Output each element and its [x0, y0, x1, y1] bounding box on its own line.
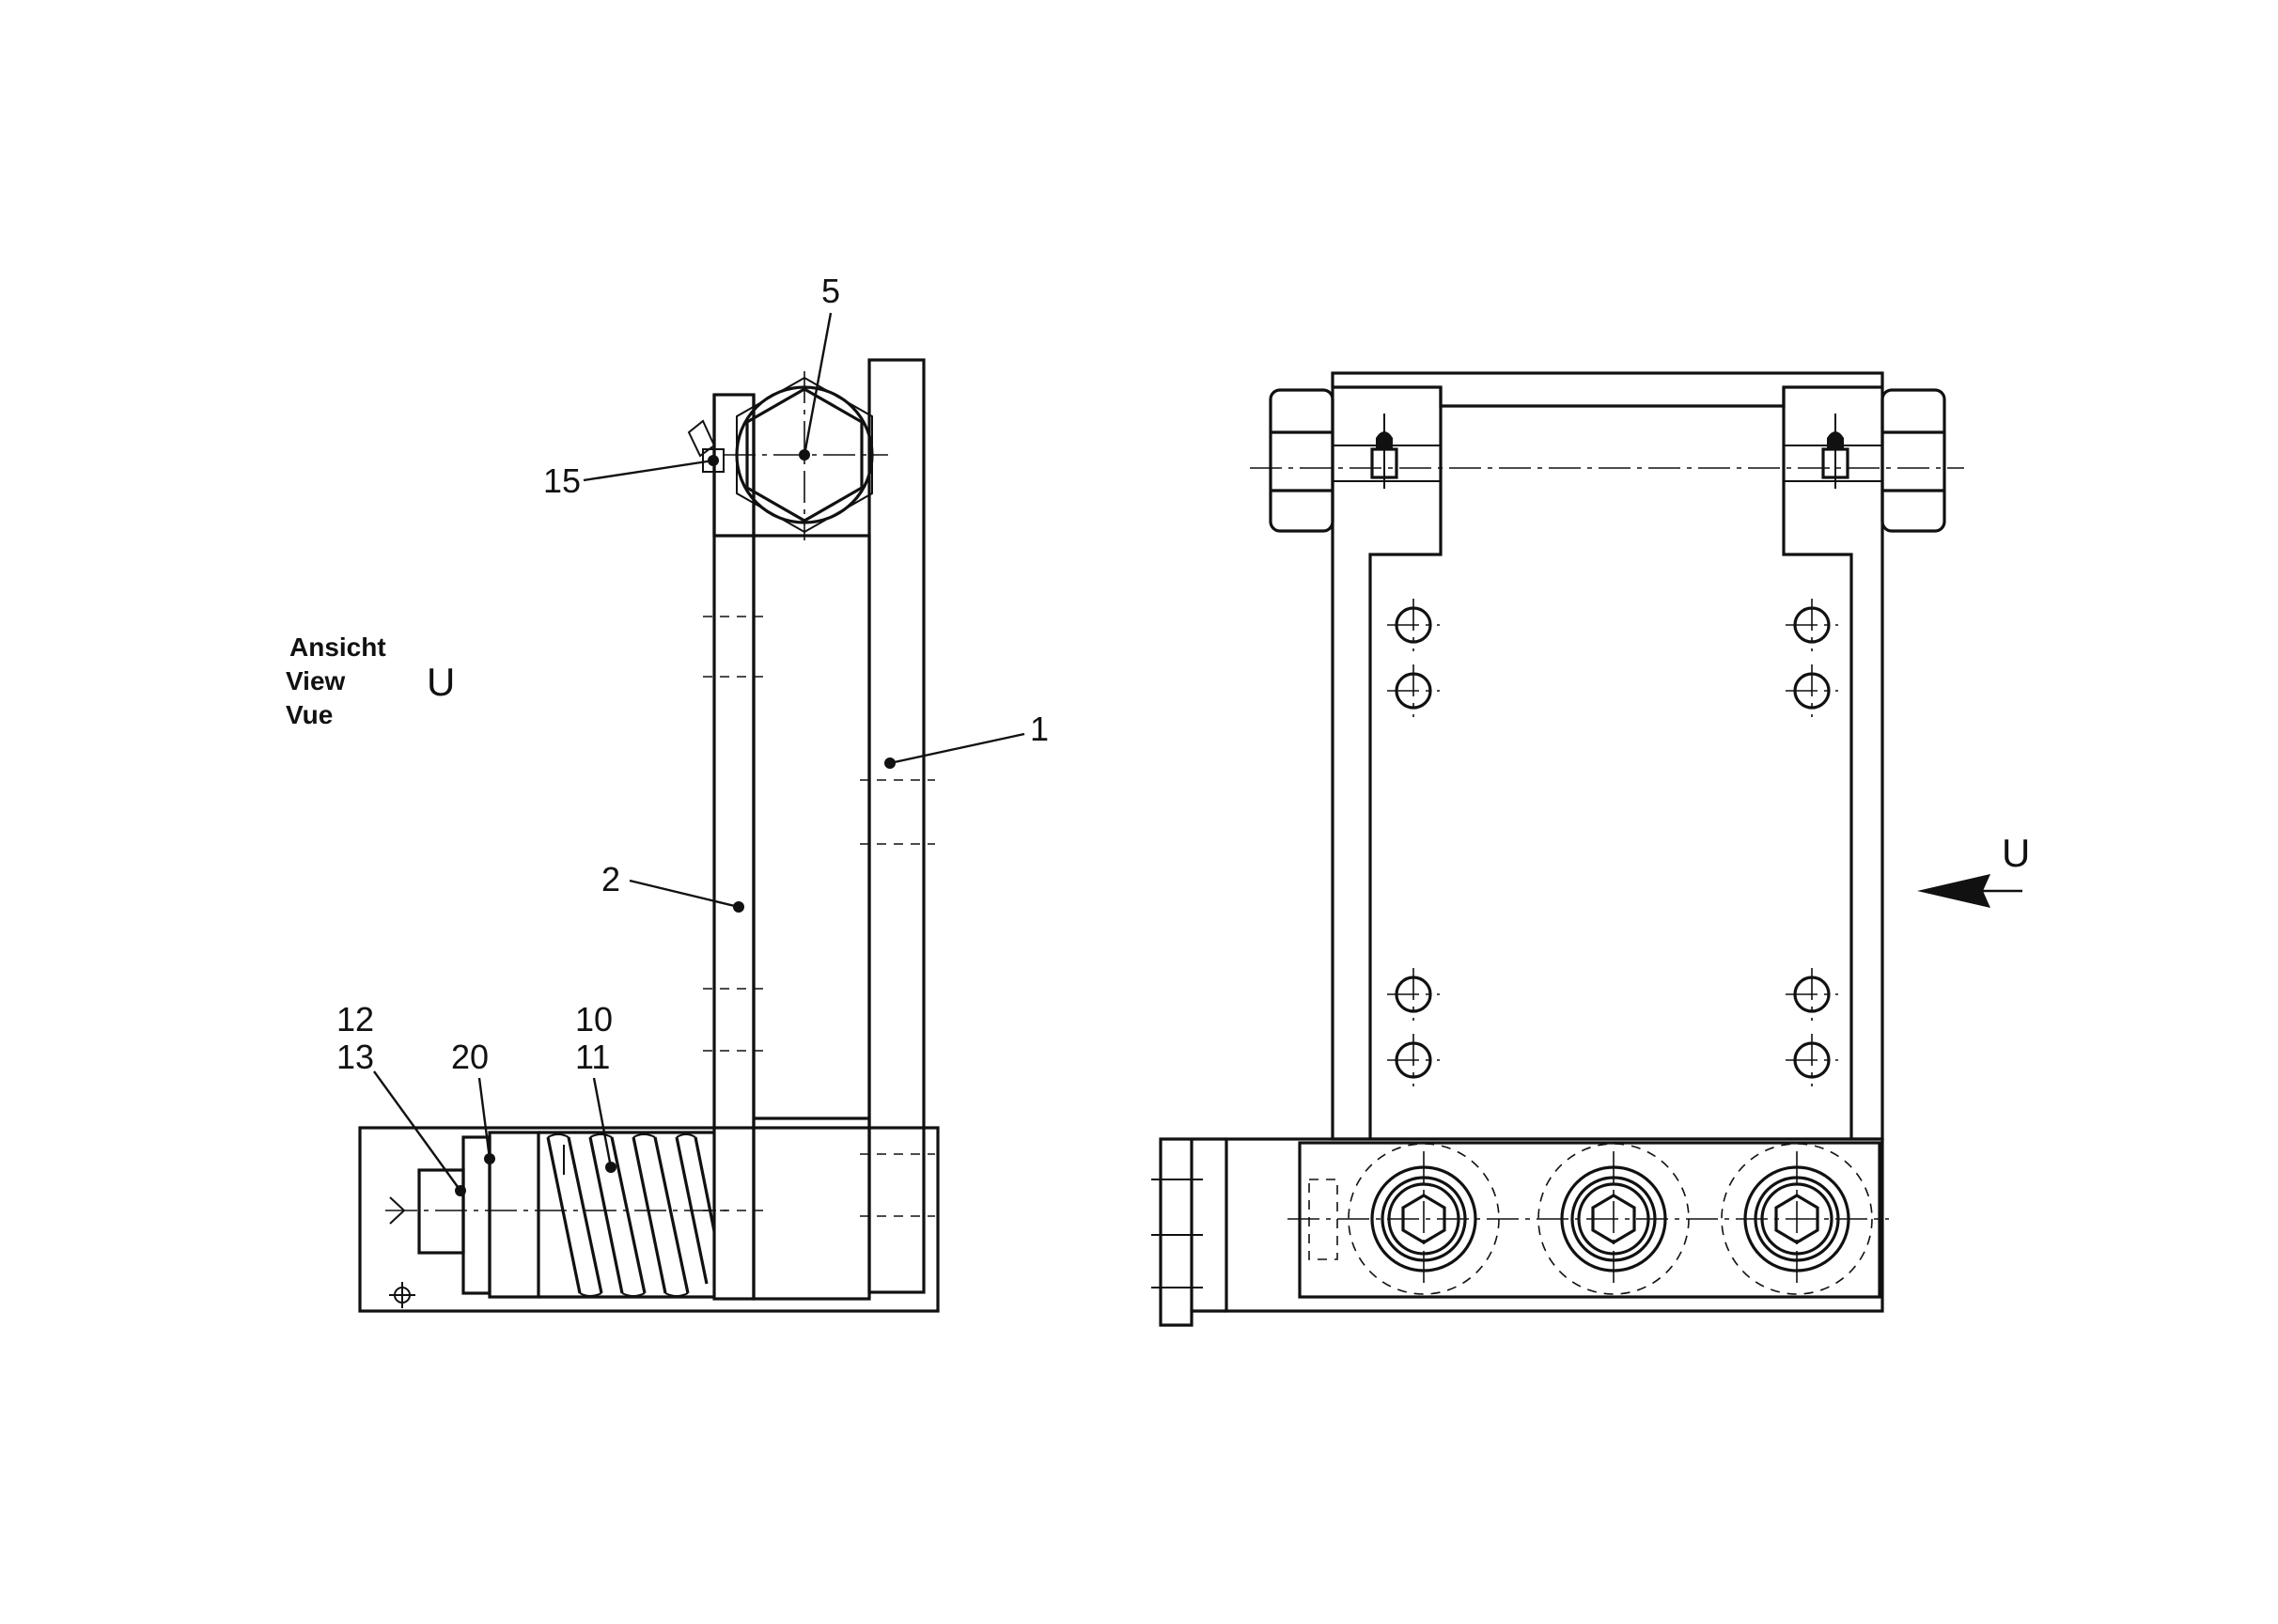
inner-body — [752, 534, 871, 1301]
coil-spring-part-10-11 — [538, 1131, 716, 1299]
spring-seat-part-20 — [488, 1131, 540, 1299]
socket-screw-1 — [1348, 1143, 1500, 1295]
socket-screw-3 — [1721, 1143, 1873, 1295]
base-inner — [1298, 1141, 1881, 1299]
left-hex-bolt — [1269, 388, 1334, 533]
callout-5: 5 — [821, 272, 840, 310]
callout-20: 20 — [451, 1038, 489, 1076]
side-lug — [1159, 1137, 1226, 1327]
top-cutout — [1439, 387, 1786, 408]
side-view — [358, 358, 940, 1313]
view-arrow-letter: U — [2002, 831, 2030, 875]
leader-lines — [373, 312, 1025, 1196]
left-bearing-block — [1333, 385, 1443, 1139]
socket-screw-2 — [1537, 1143, 1690, 1295]
callout-1: 1 — [1030, 710, 1049, 748]
view-direction-arrow — [1917, 874, 2022, 908]
grease-nipple-tip — [687, 419, 716, 458]
callout-12: 12 — [336, 1000, 374, 1038]
mounting-holes — [1387, 599, 1838, 1086]
rear-plate-part-1 — [867, 358, 926, 1294]
right-hex-bolt — [1880, 388, 1946, 533]
base-housing — [1225, 1137, 1884, 1313]
view-note: Ansicht View Vue U — [286, 632, 455, 729]
view-note-line-2: View — [286, 666, 346, 695]
callout-10: 10 — [575, 1000, 613, 1038]
callout-labels: 5 15 1 2 12 13 20 10 11 — [336, 272, 1049, 1076]
view-note-line-3: Vue — [286, 700, 333, 729]
grease-nipple-part-15 — [702, 448, 725, 473]
outer-frame — [1331, 371, 1884, 1141]
right-grease-fitting — [1821, 414, 1849, 489]
front-plate-part-2 — [712, 393, 756, 1301]
front-view — [1151, 371, 2022, 1327]
view-note-line-1: Ansicht — [289, 632, 386, 662]
spring-pin-part-12 — [417, 1168, 465, 1255]
right-bearing-block — [1782, 385, 1882, 1139]
callout-2: 2 — [601, 860, 620, 898]
callout-15: 15 — [543, 461, 581, 500]
callout-11: 11 — [575, 1038, 610, 1076]
base-plate — [358, 1126, 940, 1313]
callout-13: 13 — [336, 1038, 374, 1076]
plate-hole-centerlines — [703, 616, 935, 1217]
left-grease-fitting — [1370, 414, 1398, 489]
view-note-letter: U — [427, 660, 455, 704]
